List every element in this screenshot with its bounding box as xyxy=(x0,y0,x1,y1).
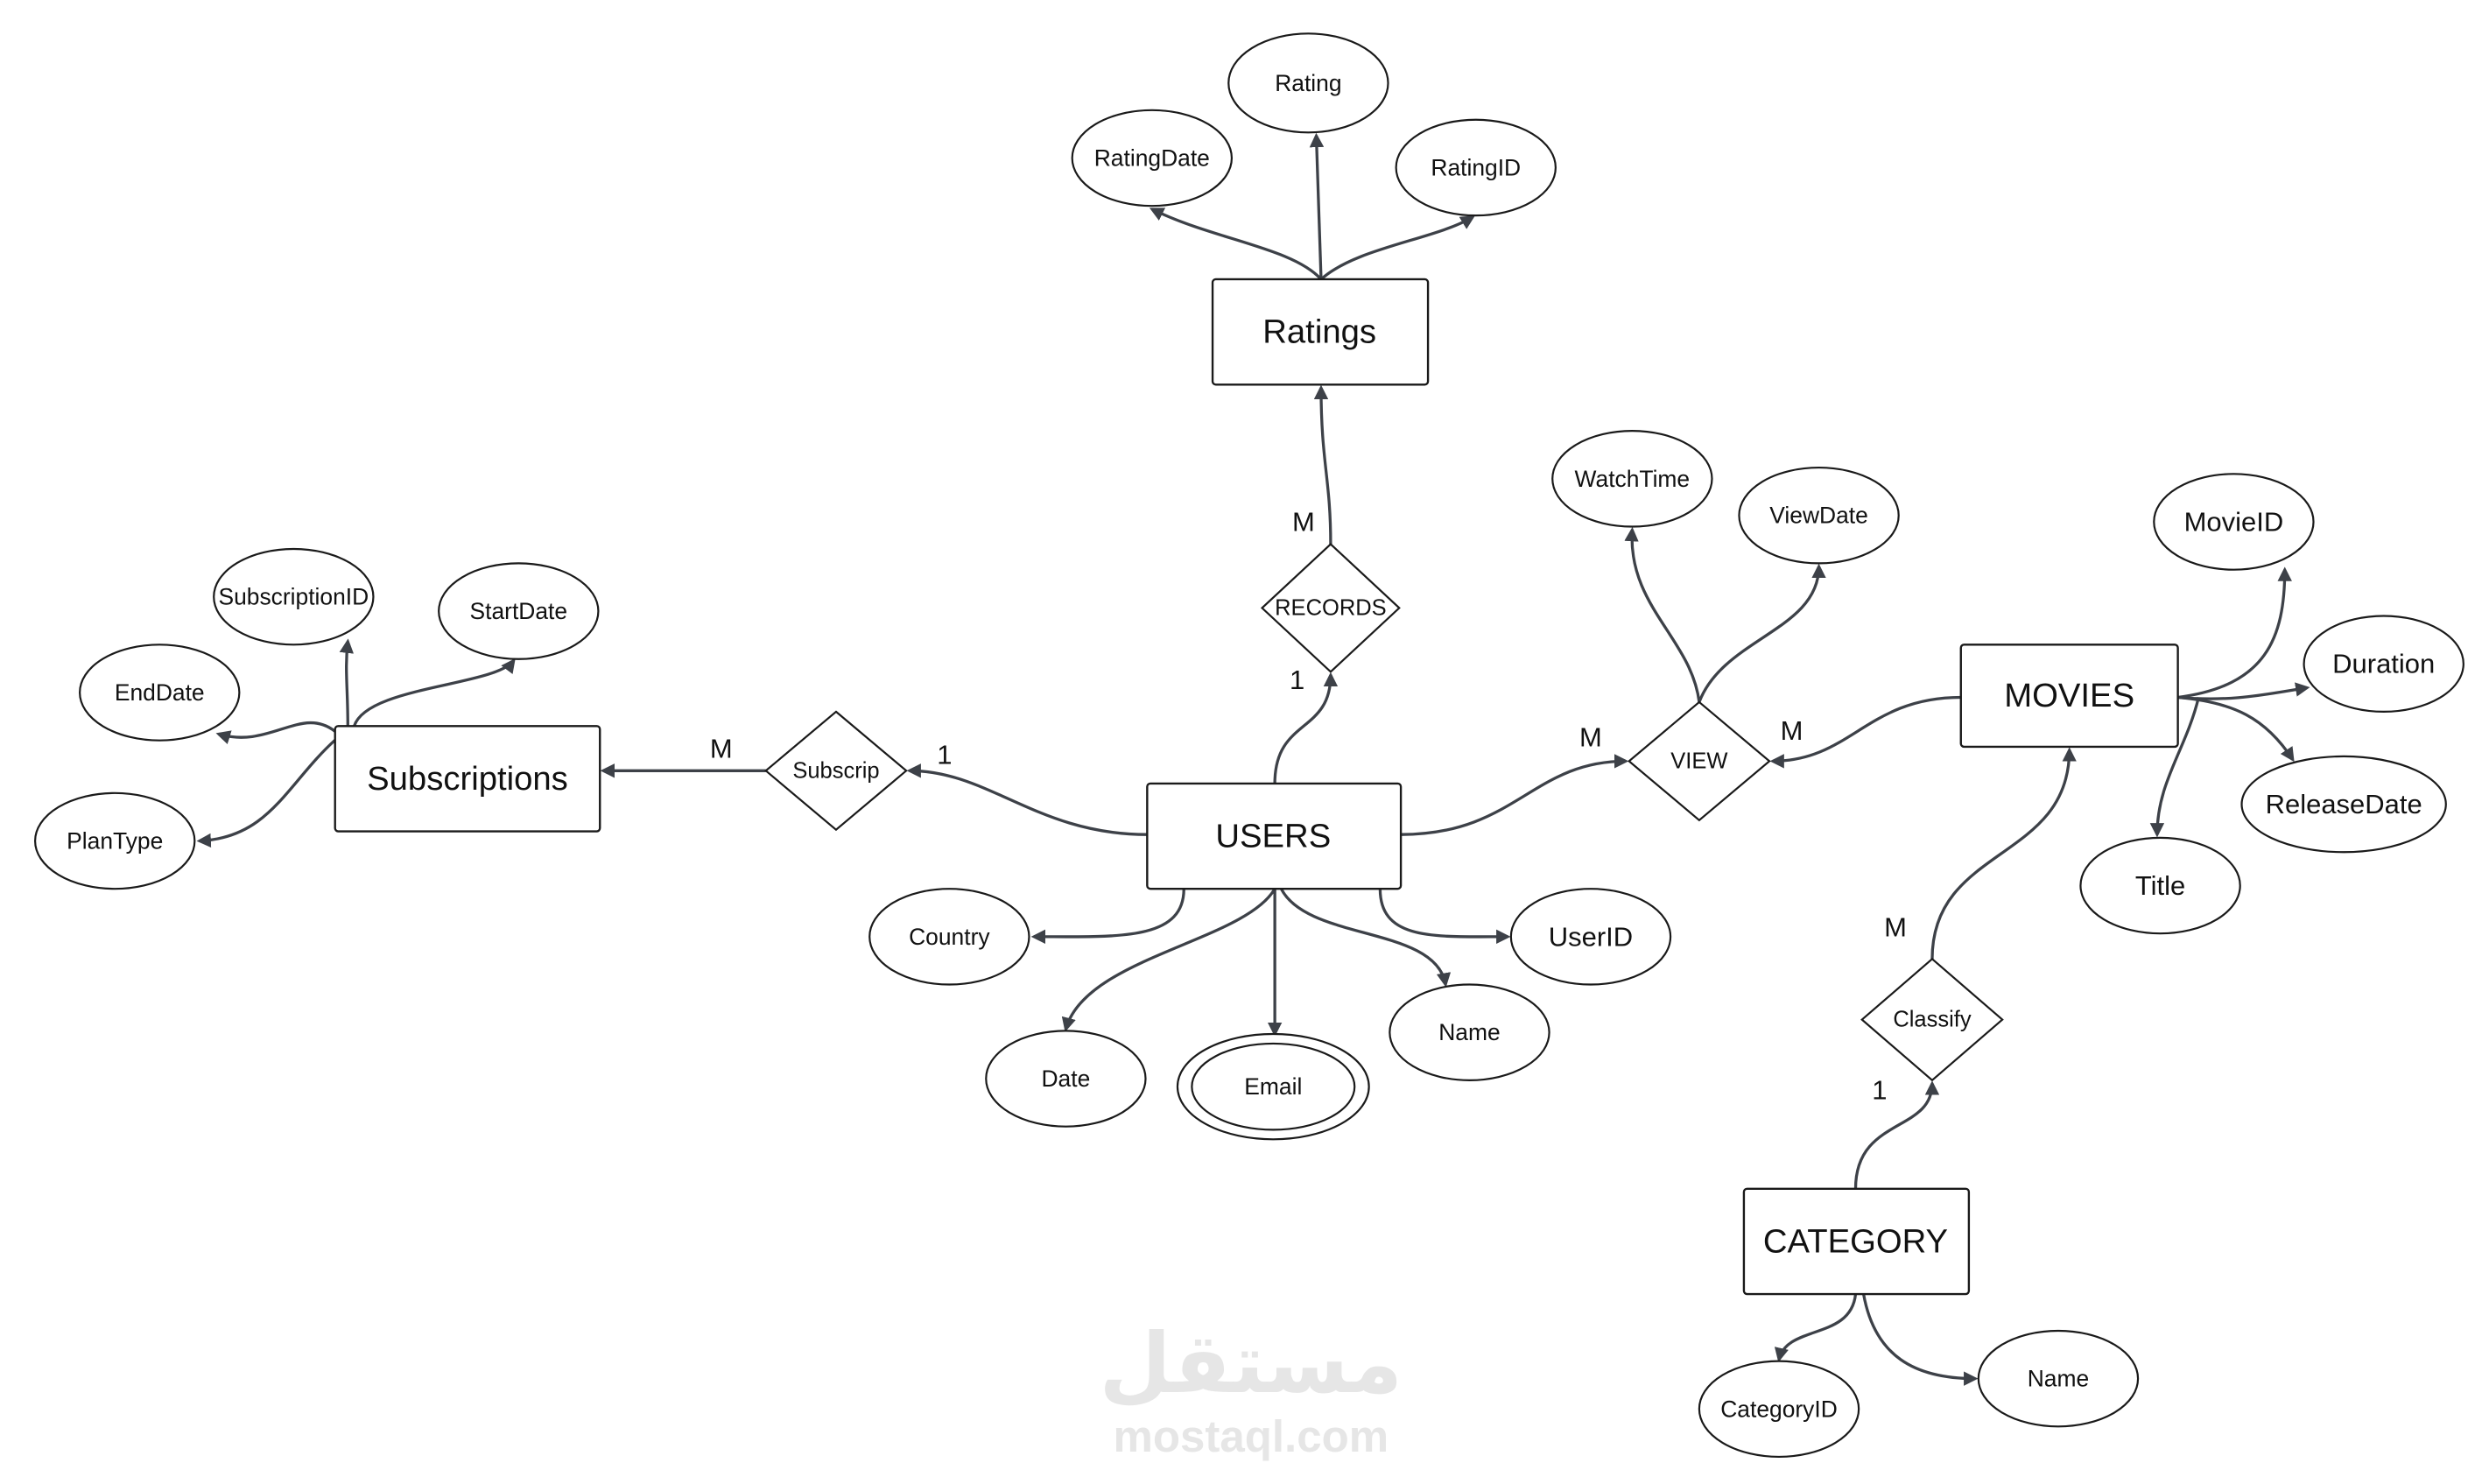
attribute-label: Name xyxy=(1438,1019,1500,1045)
attribute-plantype[interactable]: PlanType xyxy=(34,791,196,890)
attribute-label: EndDate xyxy=(115,679,205,706)
edge-category-classify xyxy=(1853,1080,1940,1189)
relationship-label: Subscrip xyxy=(792,758,879,783)
edge-users-subscrip xyxy=(906,763,1148,836)
edge-view-watchtime xyxy=(1624,526,1701,703)
attribute-label: Title xyxy=(2135,870,2185,901)
edge-subscriptions-startdate xyxy=(353,658,516,727)
entity-subscriptions[interactable]: Subscriptions xyxy=(334,725,601,833)
attribute-rating[interactable]: Rating xyxy=(1227,32,1389,134)
entity-users[interactable]: USERS xyxy=(1146,782,1403,890)
attribute-label: Name xyxy=(2028,1366,2089,1392)
edge-users-name xyxy=(1279,888,1452,988)
attribute-label: UserID xyxy=(1549,921,1633,952)
cardinality-label: 1 xyxy=(1872,1074,1887,1105)
watermark-logo: مستقل xyxy=(1100,1318,1403,1410)
attribute-label: Date xyxy=(1041,1066,1090,1092)
attribute-ratingdate[interactable]: RatingDate xyxy=(1071,109,1234,207)
entity-movies[interactable]: MOVIES xyxy=(1959,644,2179,749)
edge-users-records xyxy=(1273,672,1339,784)
entity-label: MOVIES xyxy=(2004,677,2134,714)
attribute-category-name[interactable]: Name xyxy=(1977,1329,2140,1428)
relationship-label: Classify xyxy=(1893,1008,1972,1032)
entity-label: Subscriptions xyxy=(367,760,568,798)
attribute-categoryid[interactable]: CategoryID xyxy=(1698,1360,1860,1459)
edge-category-categoryid xyxy=(1774,1293,1858,1362)
entity-label: USERS xyxy=(1215,818,1331,855)
attribute-email-multivalued[interactable]: Email xyxy=(1176,1032,1370,1141)
edge-category-name xyxy=(1861,1293,1979,1386)
edge-subscriptions-enddate xyxy=(215,721,340,745)
relationship-subscrip[interactable]: Subscrip xyxy=(764,710,908,832)
edge-classify-movies xyxy=(1930,747,2077,960)
attribute-label: PlanType xyxy=(67,827,163,854)
edge-subscriptions-plantype xyxy=(196,735,340,848)
edge-movies-releasedate xyxy=(2177,695,2295,763)
watermark: مستقل mostaql.com xyxy=(1100,1318,1403,1461)
relationship-records[interactable]: RECORDS xyxy=(1260,543,1401,673)
cardinality-label: 1 xyxy=(1290,665,1304,695)
edge-ratings-ratingdate xyxy=(1149,207,1323,281)
attribute-label: Duration xyxy=(2332,649,2435,679)
attribute-startdate[interactable]: StartDate xyxy=(438,562,600,660)
cardinality-label: M xyxy=(1292,507,1315,538)
edge-ratings-ratingid xyxy=(1319,215,1475,281)
attribute-label: RatingDate xyxy=(1094,144,1210,171)
edge-view-viewdate xyxy=(1698,563,1826,703)
relationship-classify[interactable]: Classify xyxy=(1860,957,2004,1082)
attribute-label: SubscriptionID xyxy=(218,584,369,610)
edge-records-ratings xyxy=(1313,384,1332,545)
attribute-ratingid[interactable]: RatingID xyxy=(1395,118,1557,217)
edge-ratings-rating xyxy=(1309,132,1325,280)
edge-movies-movieid xyxy=(2177,566,2292,700)
watermark-site: mostaql.com xyxy=(1113,1411,1389,1461)
attribute-movieid[interactable]: MovieID xyxy=(2153,473,2315,571)
cardinality-label: M xyxy=(710,733,733,763)
attribute-country[interactable]: Country xyxy=(868,888,1030,986)
edge-subscriptions-subscriptionid xyxy=(339,638,354,727)
attribute-releasedate[interactable]: ReleaseDate xyxy=(2240,755,2447,854)
entity-label: Ratings xyxy=(1262,313,1376,351)
entity-ratings[interactable]: Ratings xyxy=(1211,278,1430,386)
relationship-label: VIEW xyxy=(1670,749,1727,773)
attribute-title[interactable]: Title xyxy=(2079,836,2241,935)
edges xyxy=(196,132,2310,1386)
attribute-userid[interactable]: UserID xyxy=(1509,888,1672,986)
attribute-watchtime[interactable]: WatchTime xyxy=(1551,430,1713,528)
cardinality-label: M xyxy=(1781,715,1803,746)
edge-movies-title xyxy=(2149,697,2200,838)
edge-users-view xyxy=(1401,754,1629,836)
cardinalities: M 1 M 1 M M M 1 xyxy=(710,507,1907,1106)
attribute-label: RatingID xyxy=(1431,154,1521,180)
attribute-label: Rating xyxy=(1275,70,1341,96)
attribute-label: CategoryID xyxy=(1720,1396,1838,1422)
attribute-label: ViewDate xyxy=(1769,503,1868,529)
attribute-viewdate[interactable]: ViewDate xyxy=(1738,466,1900,565)
cardinality-label: M xyxy=(1579,722,1602,753)
edge-users-userid xyxy=(1378,889,1511,945)
attribute-subscriptionid[interactable]: SubscriptionID xyxy=(213,547,375,646)
attribute-label: Country xyxy=(909,924,990,950)
relationship-label: RECORDS xyxy=(1275,595,1387,620)
attribute-label: StartDate xyxy=(470,598,568,624)
attribute-name[interactable]: Name xyxy=(1389,983,1550,1081)
edge-users-date xyxy=(1061,888,1276,1032)
attribute-label: Email xyxy=(1244,1073,1302,1100)
attribute-label: WatchTime xyxy=(1575,466,1691,492)
entity-category[interactable]: CATEGORY xyxy=(1742,1187,1971,1296)
attribute-label: ReleaseDate xyxy=(2266,789,2422,819)
attribute-duration[interactable]: Duration xyxy=(2303,615,2464,713)
attribute-enddate[interactable]: EndDate xyxy=(79,644,241,742)
attribute-date[interactable]: Date xyxy=(985,1030,1147,1128)
attribute-label: MovieID xyxy=(2184,507,2284,538)
cardinality-label: M xyxy=(1884,911,1907,942)
cardinality-label: 1 xyxy=(937,740,952,770)
relationship-view[interactable]: VIEW xyxy=(1628,700,1771,822)
edge-movies-view xyxy=(1769,695,1961,769)
entity-label: CATEGORY xyxy=(1763,1222,1948,1260)
edge-users-country xyxy=(1030,889,1185,945)
